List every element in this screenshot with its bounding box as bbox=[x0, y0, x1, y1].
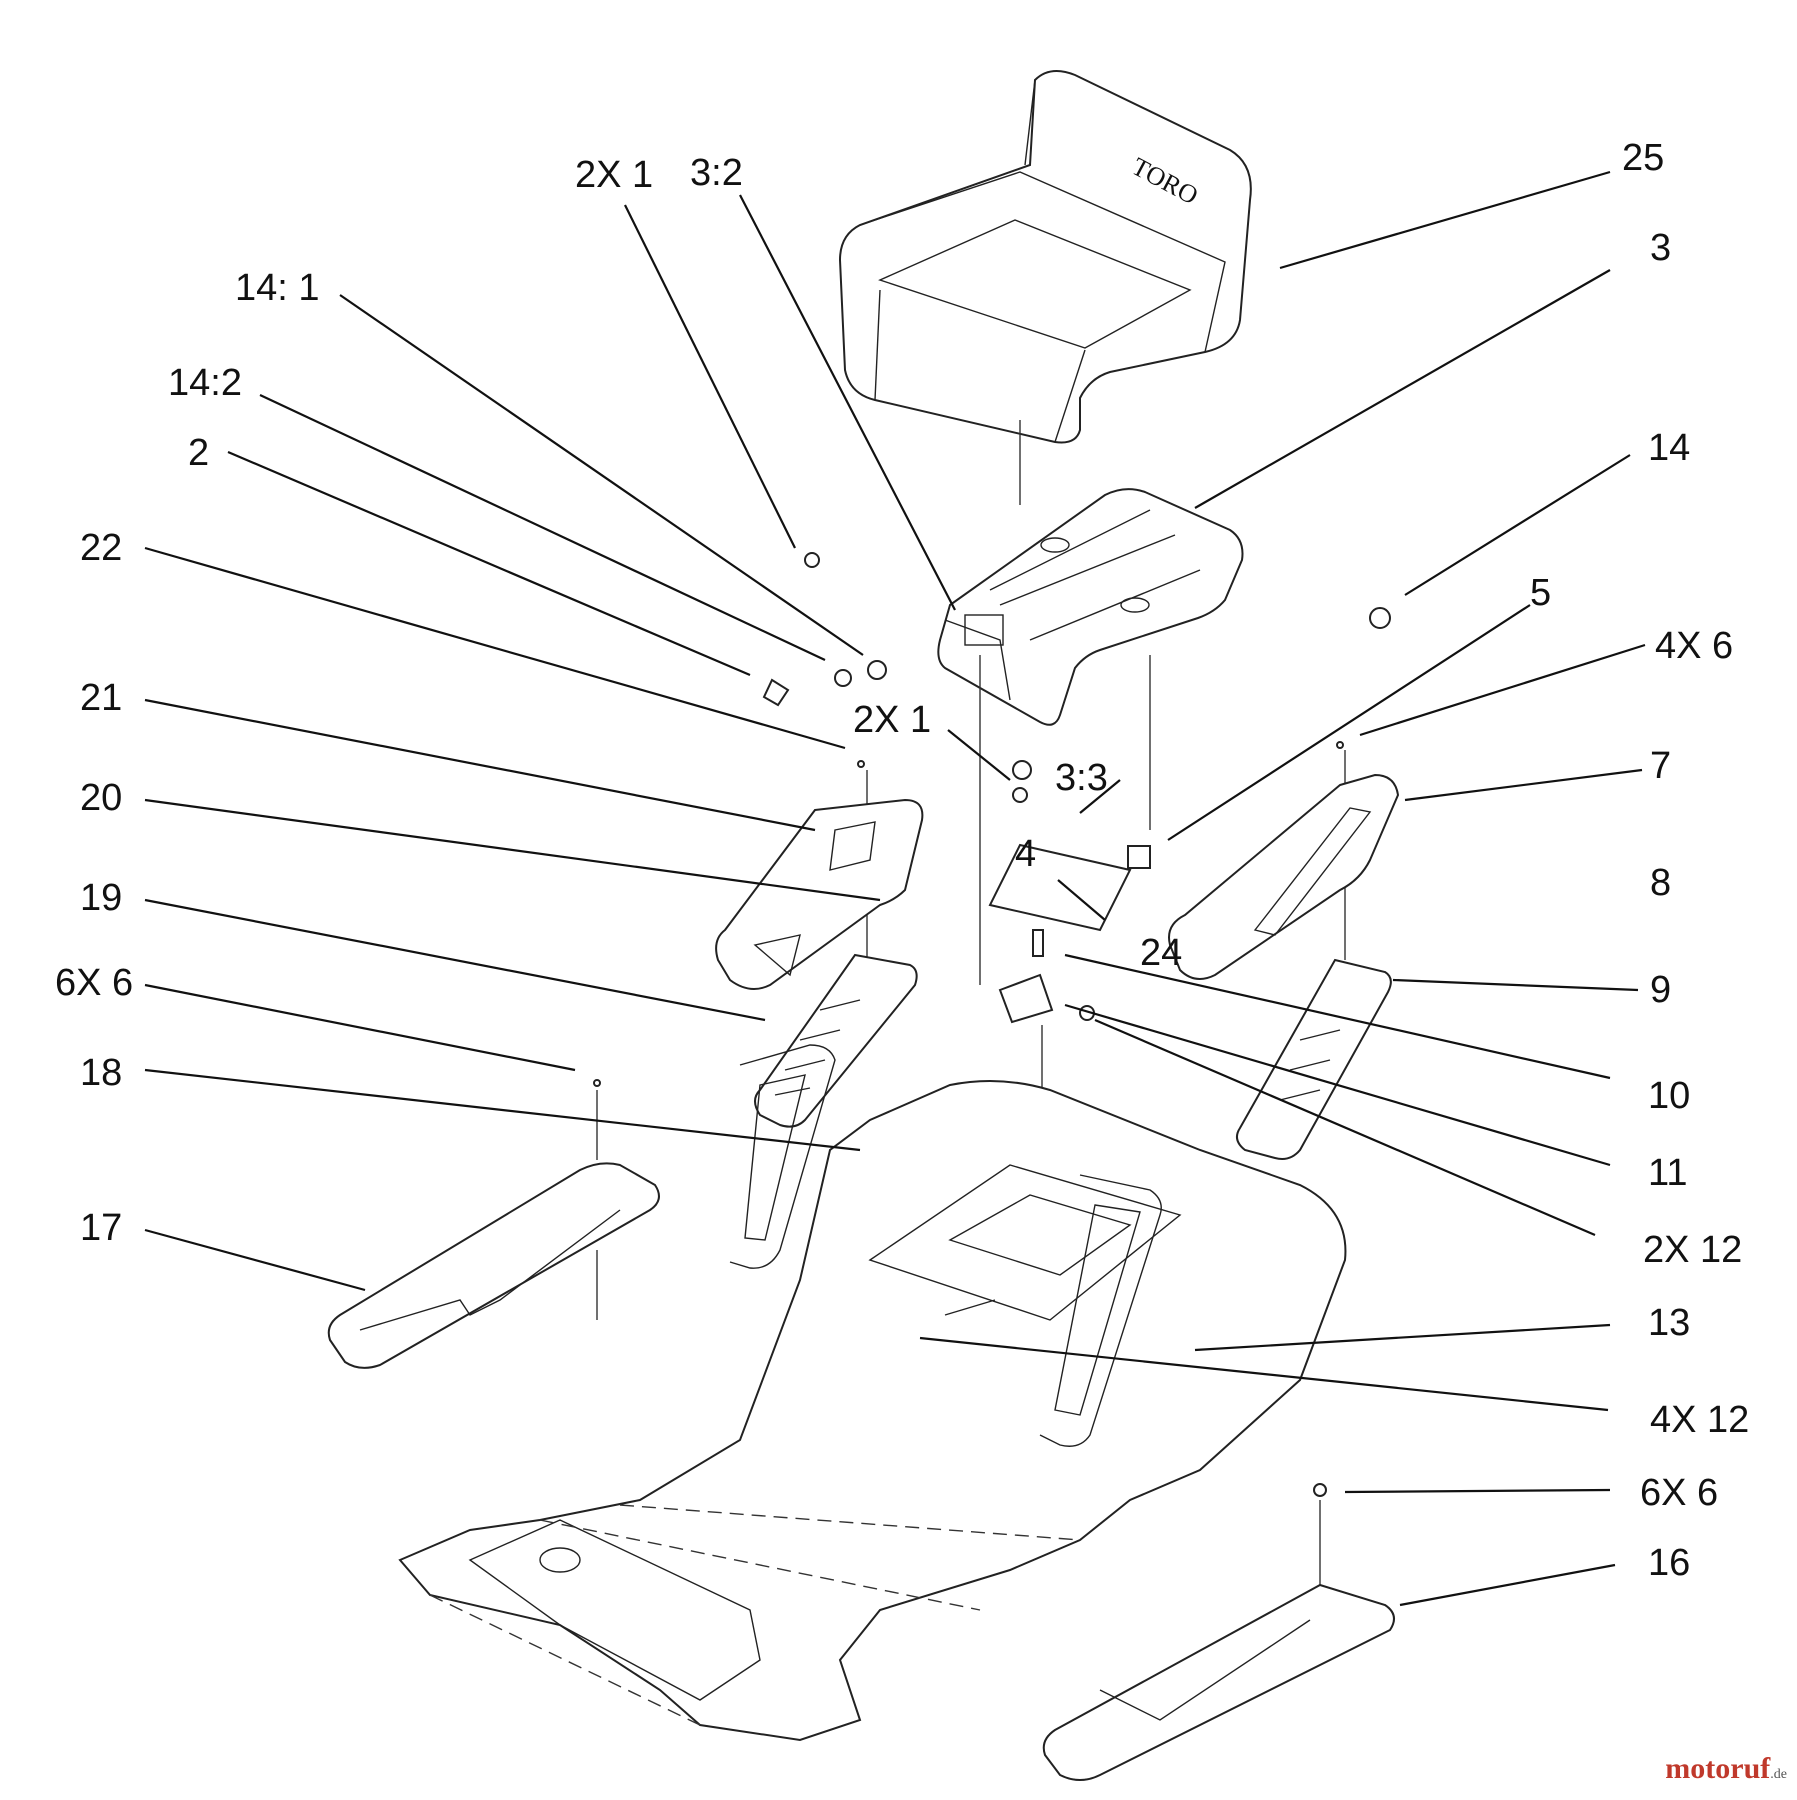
callout-4: 4 bbox=[1015, 833, 1036, 875]
callout-8: 8 bbox=[1650, 862, 1671, 904]
callout-21: 21 bbox=[80, 677, 122, 719]
callout-labels: 25 3 2X 1 3:2 14: 1 14:2 2 22 14 5 4X 6 … bbox=[55, 137, 1749, 1584]
hardware-group bbox=[593, 552, 1391, 1497]
right-step-plate-part bbox=[1042, 1583, 1395, 1781]
callout-17: 17 bbox=[80, 1207, 122, 1249]
callout-7: 7 bbox=[1650, 745, 1671, 787]
callout-4x6: 4X 6 bbox=[1655, 625, 1733, 667]
callout-9: 9 bbox=[1650, 969, 1671, 1011]
seat-pan-part bbox=[937, 488, 1244, 726]
callout-6x6-right: 6X 6 bbox=[1640, 1472, 1718, 1514]
callout-14-1: 14: 1 bbox=[235, 267, 320, 309]
callout-18: 18 bbox=[80, 1052, 122, 1094]
callout-20: 20 bbox=[80, 777, 122, 819]
seat-part: TORO bbox=[838, 70, 1252, 444]
callout-24: 24 bbox=[1140, 932, 1182, 974]
watermark-suffix: .de bbox=[1770, 1767, 1787, 1782]
left-step-plate-part bbox=[327, 1162, 660, 1369]
callout-14: 14 bbox=[1648, 427, 1690, 469]
callout-22: 22 bbox=[80, 527, 122, 569]
watermark-name: motoruf bbox=[1665, 1752, 1771, 1785]
callout-4x12: 4X 12 bbox=[1650, 1399, 1749, 1441]
right-plate-part bbox=[1168, 773, 1400, 980]
callout-10: 10 bbox=[1648, 1075, 1690, 1117]
callout-13: 13 bbox=[1648, 1302, 1690, 1344]
callout-19: 19 bbox=[80, 877, 122, 919]
callout-6x6-left: 6X 6 bbox=[55, 962, 133, 1004]
callout-5: 5 bbox=[1530, 572, 1551, 614]
callout-3-2: 3:2 bbox=[690, 152, 743, 194]
fender-body-part bbox=[398, 1044, 1347, 1742]
watermark-logo: motoruf.de bbox=[1665, 1752, 1787, 1786]
right-bracket-part bbox=[1235, 958, 1392, 1160]
callout-2x1-mid: 2X 1 bbox=[853, 699, 931, 741]
decal-part bbox=[988, 843, 1132, 932]
callout-11: 11 bbox=[1648, 1152, 1687, 1194]
callout-2: 2 bbox=[188, 432, 209, 474]
callout-2x1-top: 2X 1 bbox=[575, 154, 653, 196]
left-bracket-part bbox=[754, 953, 918, 1128]
callout-2x12: 2X 12 bbox=[1643, 1229, 1742, 1271]
callout-3: 3 bbox=[1650, 227, 1671, 269]
callout-14-2: 14:2 bbox=[168, 362, 242, 404]
callout-3-3: 3:3 bbox=[1055, 757, 1108, 799]
callout-25: 25 bbox=[1622, 137, 1664, 179]
leader-lines bbox=[144, 170, 1646, 1607]
callout-16: 16 bbox=[1648, 1542, 1690, 1584]
